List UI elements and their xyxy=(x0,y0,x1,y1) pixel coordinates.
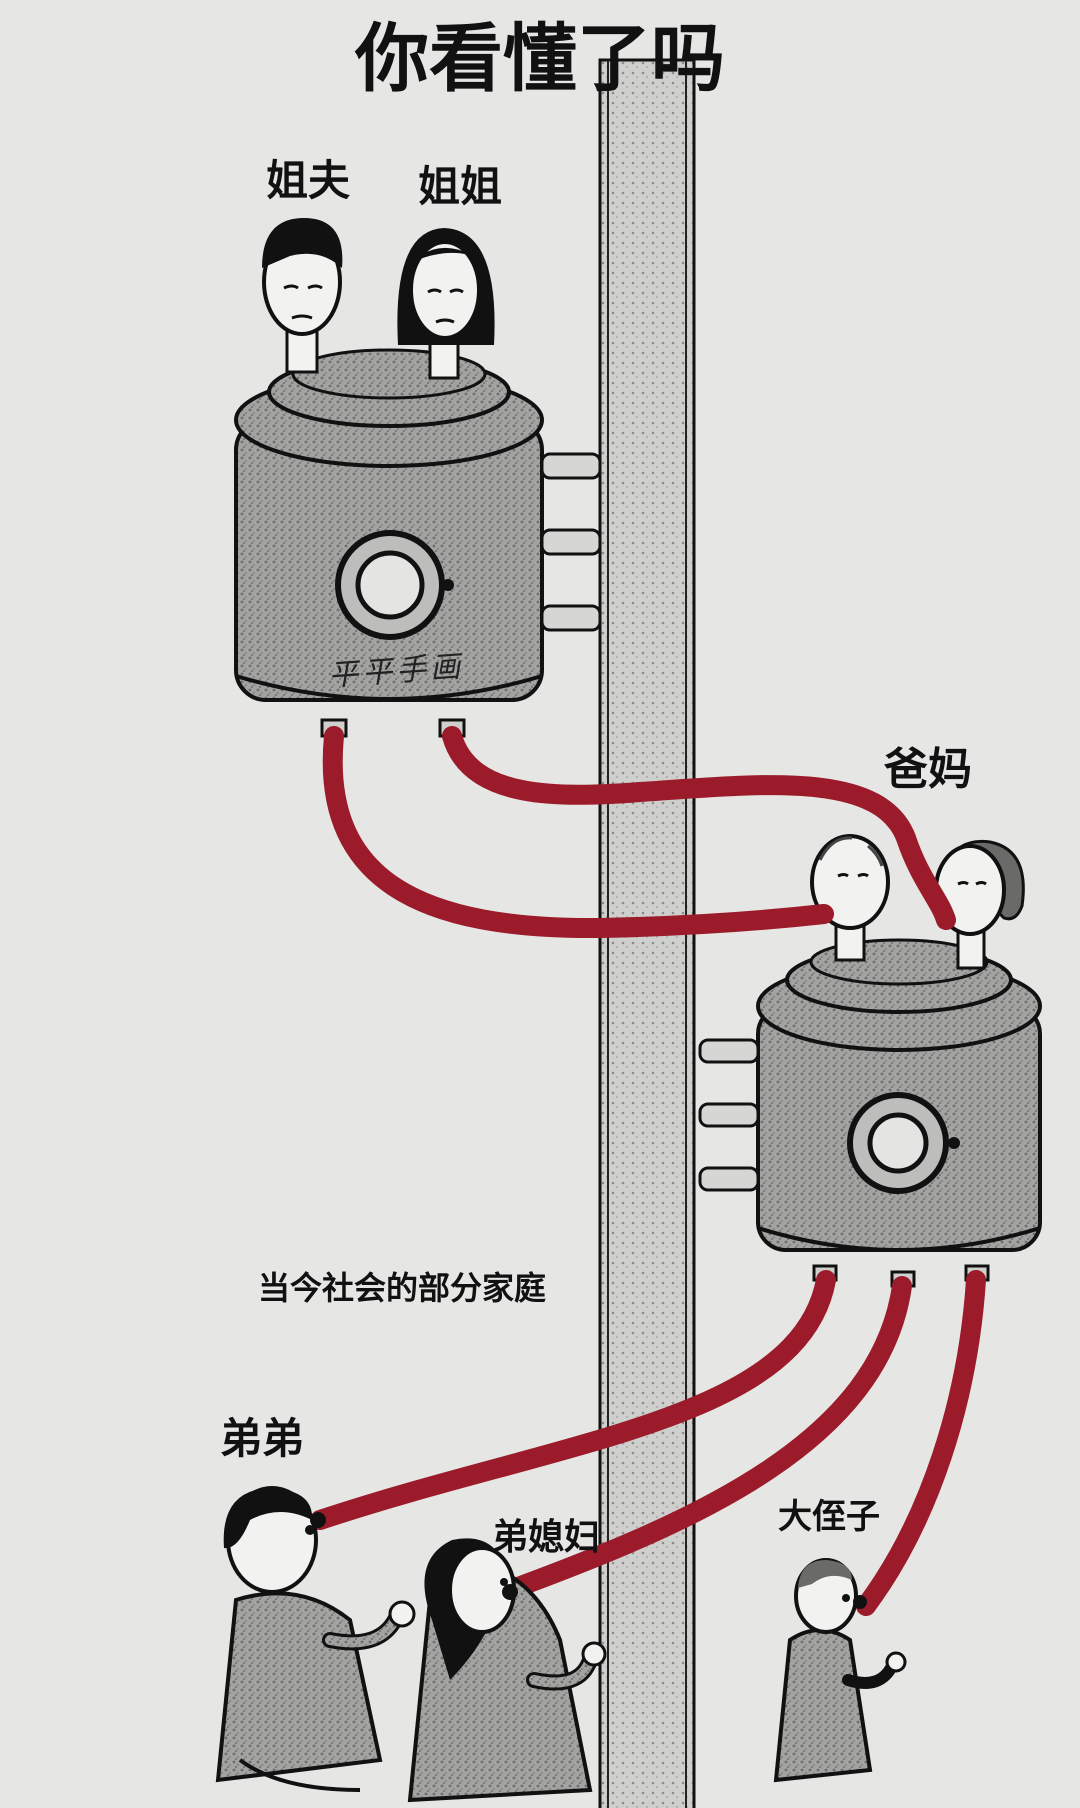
label-younger-brother: 弟弟 xyxy=(220,1414,305,1463)
label-parents: 爸妈 xyxy=(884,744,972,795)
pipes-to-parents xyxy=(322,726,956,939)
caption: 当今社会的部分家庭 xyxy=(258,1269,547,1307)
lower-tank-brackets xyxy=(698,1038,760,1192)
pipe-sister xyxy=(442,726,956,930)
lower-tank-dial xyxy=(847,1092,960,1194)
nephew-figure xyxy=(773,1558,907,1783)
pipe-sister-in-law xyxy=(500,1276,912,1600)
sister-in-law-figure xyxy=(407,1538,607,1803)
upper-tank-brackets xyxy=(540,452,602,632)
pipe-nephew xyxy=(856,1270,986,1616)
pipe-younger-brother xyxy=(310,1270,836,1530)
label-sister: 姐姐 xyxy=(418,162,503,211)
upper-tank-dial xyxy=(335,530,454,640)
label-nephew: 大侄子 xyxy=(778,1497,880,1537)
father-figure xyxy=(810,834,890,962)
title: 你看懂了吗 xyxy=(355,16,725,102)
label-brother-in-law: 姐夫 xyxy=(266,156,351,205)
younger-brother-figure xyxy=(215,1486,416,1792)
lower-tank xyxy=(698,938,1042,1288)
brother-in-law-figure xyxy=(262,218,343,374)
pipes-to-children xyxy=(310,1270,986,1616)
sister-figure xyxy=(397,228,495,380)
label-sister-in-law: 弟媳妇 xyxy=(492,1517,601,1558)
pipe-brother-in-law xyxy=(322,726,834,939)
